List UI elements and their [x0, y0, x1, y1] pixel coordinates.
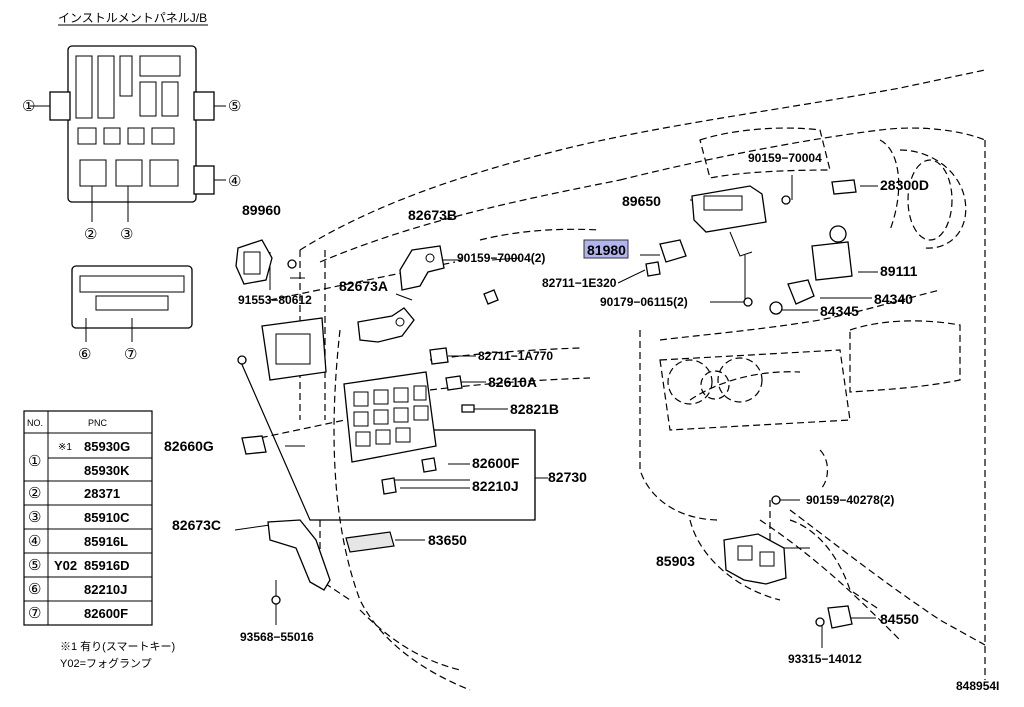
table-row-pnc: 85916D: [84, 558, 130, 573]
inset-marker-7: ⑦: [124, 346, 137, 363]
table-row-pnc: 85930G: [84, 439, 130, 454]
part-label[interactable]: 84345: [820, 303, 859, 319]
part-label[interactable]: 83650: [428, 532, 467, 548]
part-label[interactable]: 82673B: [408, 207, 457, 223]
inset-marker-6: ⑥: [78, 346, 91, 363]
part-label[interactable]: 91553−80612: [238, 293, 312, 307]
junction-block-inset: インストルメントパネルJ/B ① ② ③ ④ ⑤ ⑥: [22, 11, 241, 363]
part-label[interactable]: 90159−70004: [748, 151, 822, 165]
part-label[interactable]: 90159−70004(2): [457, 251, 545, 265]
diagram-id: 848954I: [956, 679, 999, 693]
part-label[interactable]: 81980: [587, 242, 626, 258]
part-label[interactable]: 82711−1A770: [478, 349, 553, 363]
table-row-pnc: 82600F: [84, 606, 128, 621]
table-row-pnc: 28371: [84, 486, 120, 501]
table-row-no: ⑥: [28, 581, 41, 598]
part-label[interactable]: 85903: [656, 553, 695, 569]
inset-marker-2: ②: [84, 226, 97, 243]
table-row-no: ②: [28, 485, 41, 502]
table-row-pnc: 85910C: [84, 510, 130, 525]
footnote-1: ※1 有り(スマートキー): [60, 639, 175, 653]
table-header-pnc: PNC: [88, 418, 108, 428]
table-row-no: ③: [28, 509, 41, 526]
part-label[interactable]: 90179−06115(2): [600, 295, 688, 309]
table-header-no: NO.: [27, 418, 43, 428]
part-label[interactable]: 82673C: [172, 517, 221, 533]
part-label[interactable]: 89650: [622, 193, 661, 209]
inset-marker-5: ⑤: [228, 98, 241, 115]
part-label[interactable]: 90159−40278(2): [806, 493, 894, 507]
inset-marker-3: ③: [120, 226, 133, 243]
part-label[interactable]: 82660G: [164, 438, 214, 454]
inset-marker-1: ①: [22, 98, 35, 115]
part-label[interactable]: 82210J: [472, 478, 519, 494]
part-label[interactable]: 82730: [548, 469, 587, 485]
part-label[interactable]: 82600F: [472, 455, 520, 471]
part-label[interactable]: 89960: [242, 202, 281, 218]
part-label[interactable]: 82673A: [339, 278, 388, 294]
table-row-note: ※1: [58, 442, 72, 453]
table-row-no: ⑤: [28, 557, 41, 574]
part-label[interactable]: 93315−14012: [788, 652, 862, 666]
inset-marker-4: ④: [228, 173, 241, 190]
part-label[interactable]: 93568−55016: [240, 630, 314, 644]
table-row-pnc: 85930K: [84, 463, 130, 478]
table-row-pnc: 85916L: [84, 534, 128, 549]
table-row-no: ⑦: [28, 605, 41, 622]
table-row-note: Y02: [54, 558, 77, 573]
part-labels: 89960 91553−80612 82673B 82673A 90159−70…: [164, 151, 999, 693]
highlight-81980: [583, 239, 629, 259]
part-label[interactable]: 82821B: [510, 401, 559, 417]
table-row-no: ①: [28, 453, 41, 470]
part-label[interactable]: 84550: [880, 611, 919, 627]
part-label[interactable]: 84340: [874, 291, 913, 307]
part-label[interactable]: 28300D: [880, 177, 929, 193]
part-label[interactable]: 82711−1E320: [542, 276, 617, 290]
table-row-no: ④: [28, 533, 41, 550]
table-row-pnc: 82210J: [84, 582, 127, 597]
pnc-table: NO. PNC ① ※1 85930G 85930K ② 28371 ③ 859…: [23, 410, 175, 670]
part-label[interactable]: 82610A: [488, 374, 537, 390]
components: [235, 179, 881, 629]
inset-title: インストルメントパネルJ/B: [58, 11, 207, 25]
footnote-2: Y02=フォグランプ: [60, 656, 152, 670]
part-label[interactable]: 89111: [880, 263, 918, 279]
